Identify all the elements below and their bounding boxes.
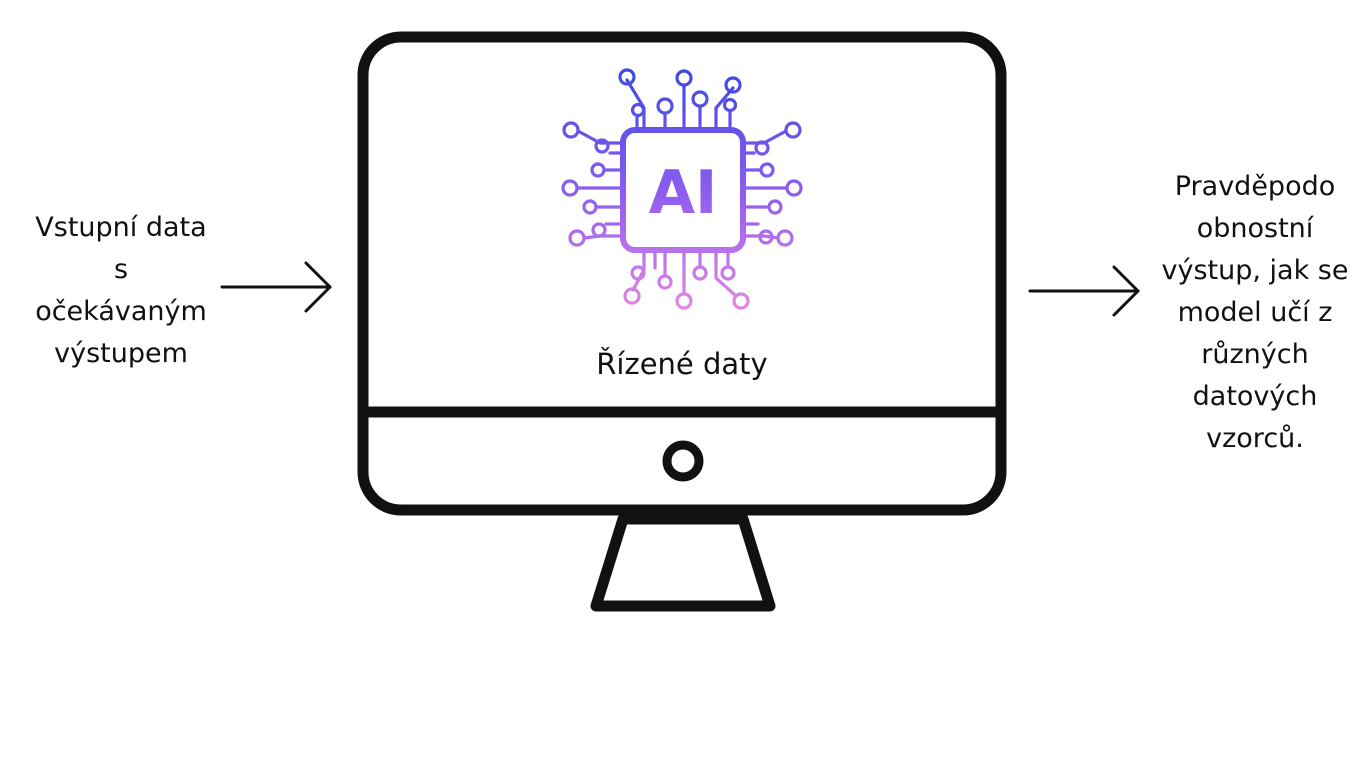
- monitor-caption: Řízené daty: [596, 347, 768, 381]
- ai-chip-icon: AI: [561, 68, 803, 310]
- monitor-icon: [357, 31, 1007, 612]
- monitor-body: [357, 31, 1007, 516]
- monitor-power-button: [662, 440, 704, 482]
- output-label: Pravděpodo obnostní výstup, jak se model…: [1161, 171, 1349, 454]
- output-arrow: [1028, 265, 1140, 317]
- input-arrow: [220, 261, 332, 313]
- chip-label: AI: [649, 158, 718, 228]
- monitor-stand: [590, 513, 776, 612]
- input-label: Vstupní data s očekávaným výstupem: [35, 212, 207, 369]
